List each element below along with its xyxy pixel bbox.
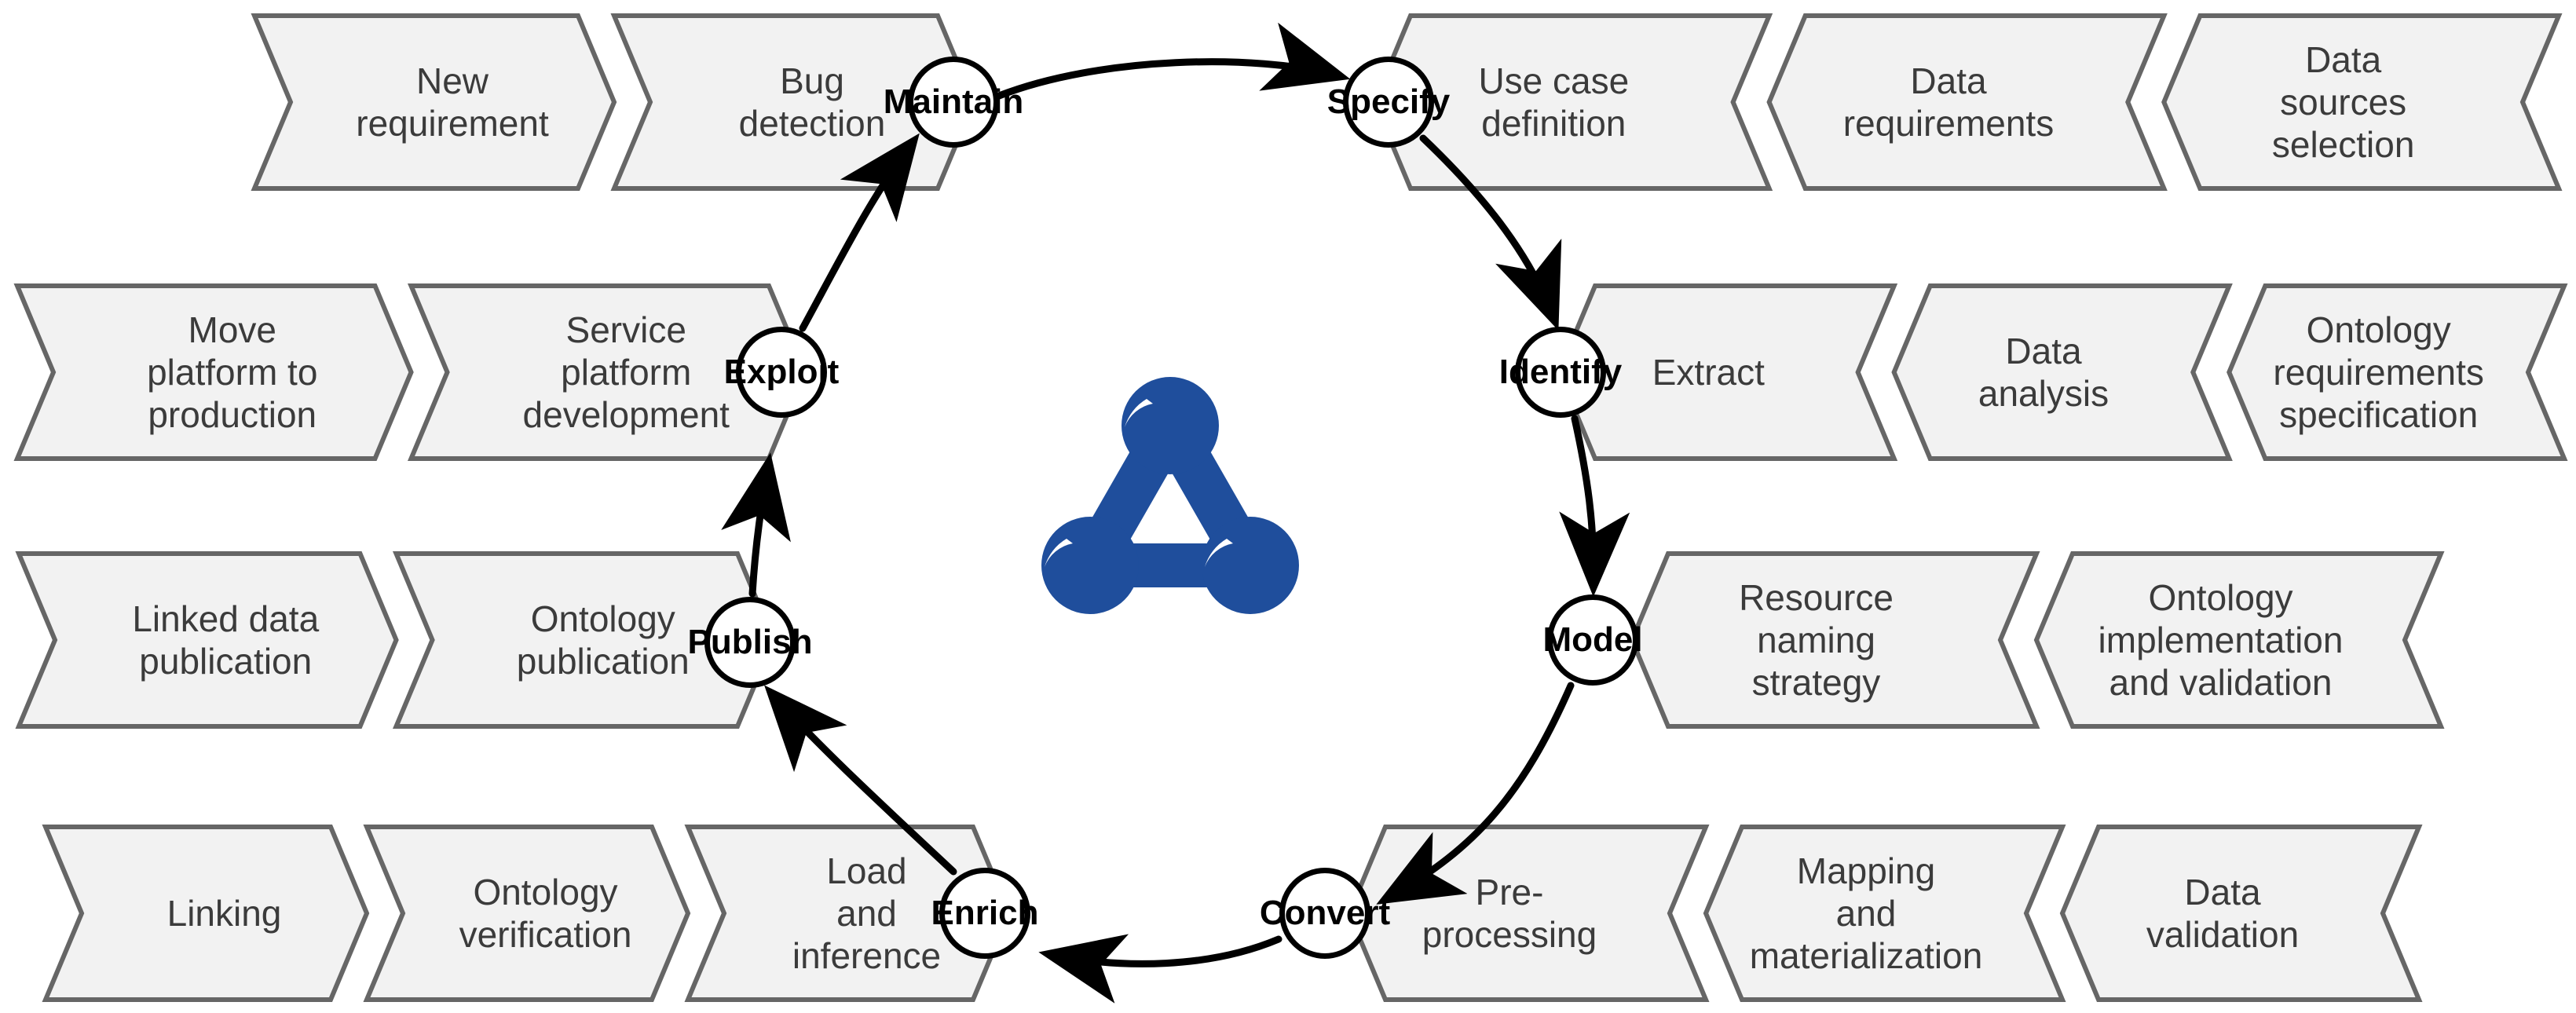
chevron-linking[interactable] (42, 825, 370, 1002)
arrow-publish-to-exploit (721, 452, 791, 598)
chevron-ontology-implementation-and-validation[interactable] (2033, 551, 2445, 729)
arrow-model-to-convert (1376, 682, 1575, 905)
chevron-new-requirement[interactable] (251, 13, 617, 191)
node-enrich[interactable]: Enrich (931, 868, 1038, 959)
arrow-convert-to-enrich (1038, 934, 1283, 1004)
node-label-convert: Convert (1259, 894, 1391, 932)
chevron-use-case-definition[interactable] (1371, 13, 1773, 191)
linked-data-molecule-logo (1041, 377, 1299, 614)
node-exploit[interactable]: Exploit (724, 327, 839, 418)
arrow-maintain-to-specify (995, 22, 1351, 100)
node-label-identify: Identify (1498, 353, 1623, 391)
chevron-linked-data-publication[interactable] (15, 551, 399, 729)
node-label-exploit: Exploit (723, 353, 840, 391)
chevron-move-platform-to-production[interactable] (13, 283, 414, 461)
node-maintain[interactable]: Maintain (884, 57, 1023, 148)
chevron-resource-naming-strategy[interactable] (1629, 551, 2040, 729)
chevron-mapping-and-materialization[interactable] (1703, 825, 2066, 1002)
cycle-arrows-layer (721, 22, 1630, 1004)
chevron-pre-processing[interactable] (1346, 825, 1710, 1002)
node-label-maintain: Maintain (883, 82, 1024, 121)
chevron-data-analysis[interactable] (1891, 283, 2233, 461)
chevron-ontology-publication[interactable] (392, 551, 777, 729)
node-model[interactable]: Model (1542, 594, 1643, 686)
chevron-data-validation[interactable] (2059, 825, 2423, 1002)
chevron-ontology-verification[interactable] (363, 825, 691, 1002)
chevron-ontology-requirements-specification[interactable] (2227, 283, 2568, 461)
chevron-data-requirements[interactable] (1766, 13, 2168, 191)
node-label-enrich: Enrich (931, 894, 1039, 932)
arrow-enrich-to-publish (764, 685, 957, 876)
arrow-specify-to-identify (1419, 134, 1562, 331)
node-publish[interactable]: Publish (688, 597, 812, 688)
chevron-banners-layer (13, 13, 2568, 1002)
node-convert[interactable]: Convert (1260, 868, 1390, 959)
chevron-extract[interactable] (1556, 283, 1898, 461)
arrow-exploit-to-maintain (799, 133, 920, 332)
node-label-specify: Specify (1326, 82, 1451, 121)
node-label-model: Model (1542, 620, 1643, 659)
chevron-load-and-inference[interactable] (684, 825, 1012, 1002)
node-identify[interactable]: Identify (1499, 327, 1622, 418)
node-label-publish: Publish (687, 623, 813, 661)
node-specify[interactable]: Specify (1327, 57, 1450, 148)
chevron-data-sources-selection[interactable] (2161, 13, 2563, 191)
arrow-identify-to-model (1559, 415, 1630, 597)
